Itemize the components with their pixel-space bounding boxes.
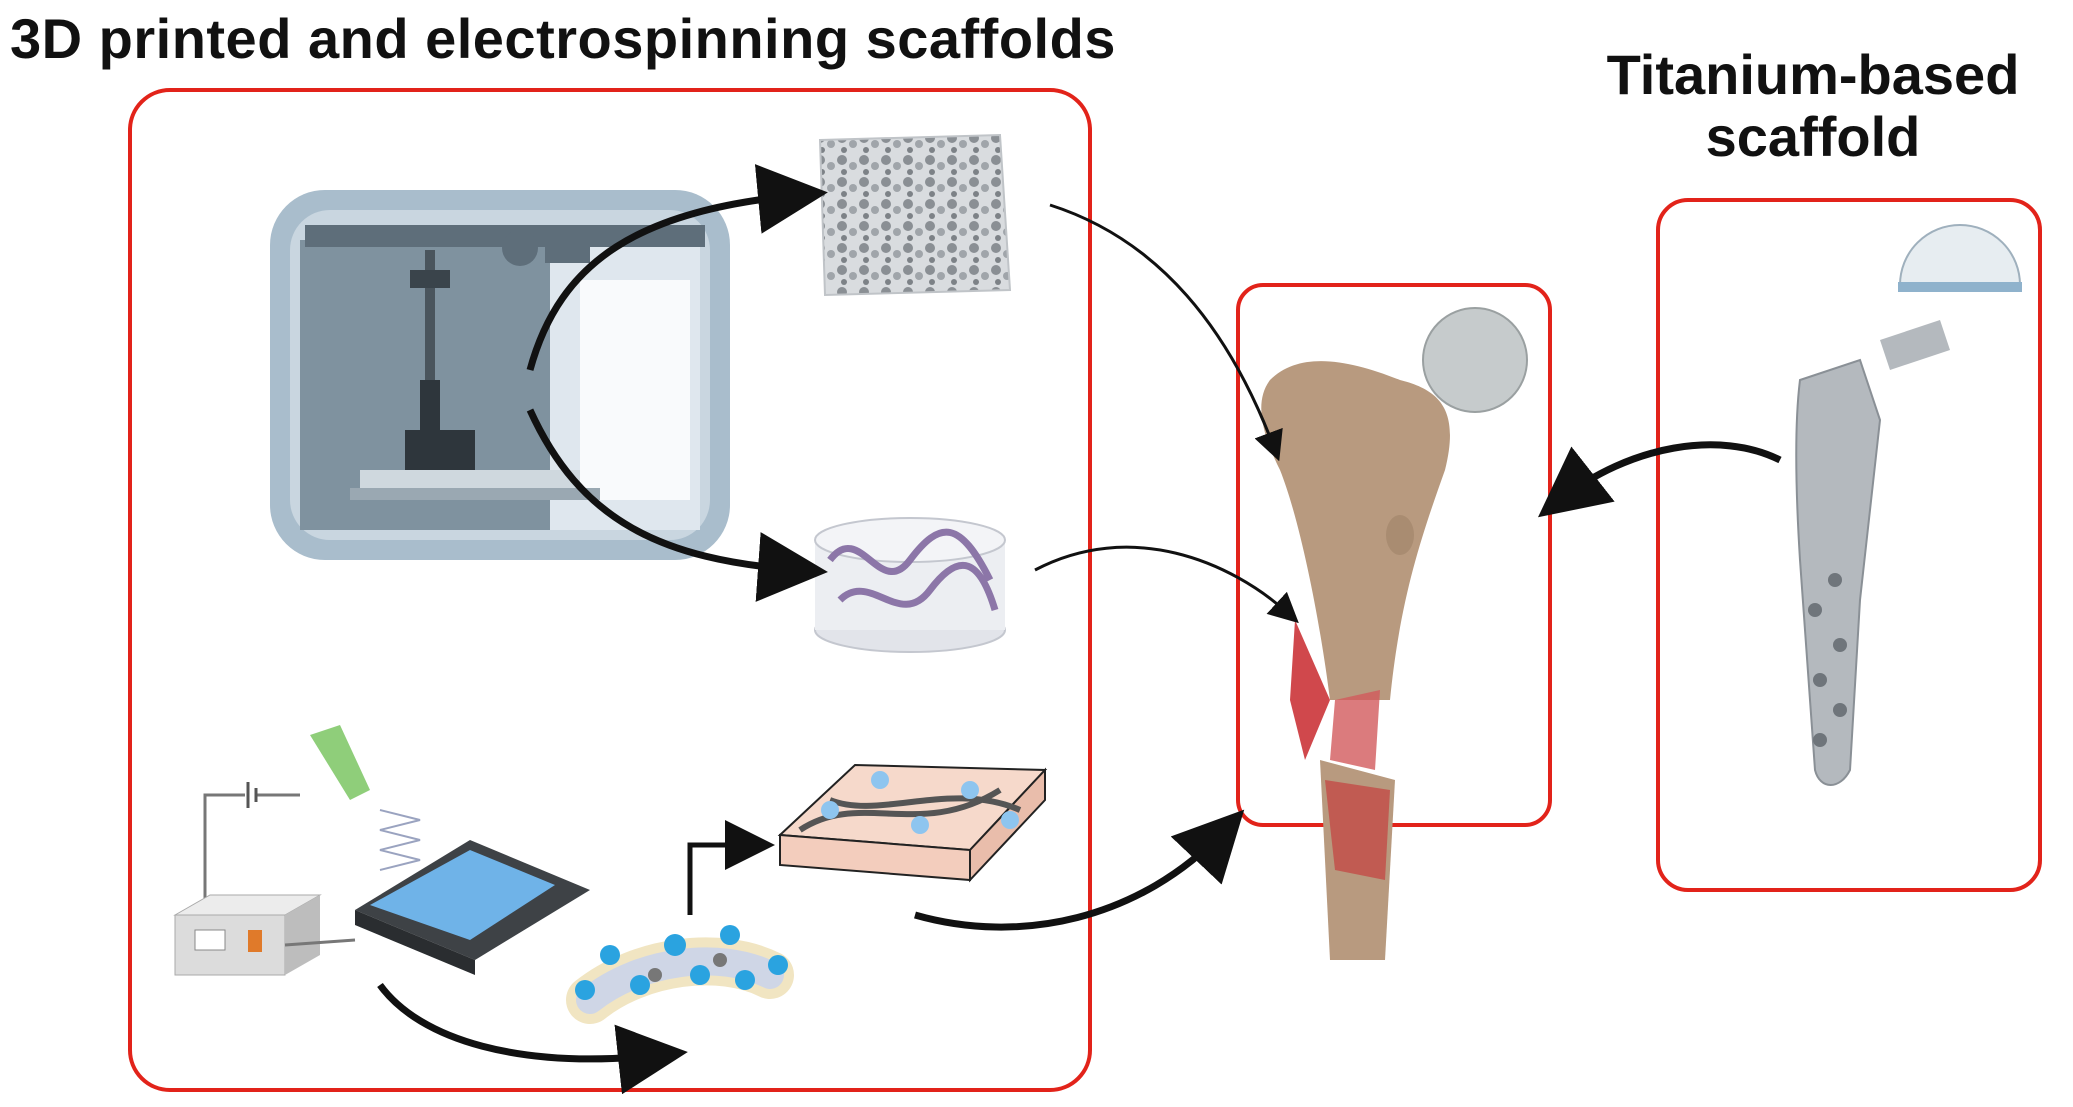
arrow-slab-to-bone [914,809,1245,931]
arrow-printer-to-disc [526,408,828,602]
hydrogel-disc-icon [814,517,1006,653]
electrospinning-setup-icon [173,725,590,976]
right-panel-title: Titanium-based scaffold [1563,44,2063,167]
3d-printer-icon [270,190,730,560]
left-panel-box [128,88,1092,1092]
porous-cube-icon [818,133,1012,297]
arrow-disc-to-bone [1034,545,1299,624]
right-title-line2: scaffold [1705,104,1921,168]
implant-box [1656,198,2042,892]
arrow-printer-to-cube [526,164,828,371]
bone-box [1236,283,1552,827]
arrow-implant-to-bone [1537,441,1782,518]
left-panel-title: 3D printed and electrospinning scaffolds [10,7,1116,70]
bead-fiber-icon [566,925,794,1024]
arrow-electrospin-to-fiber [377,982,688,1095]
arrow-cube-to-bone [1049,203,1283,462]
right-title-line1: Titanium-based [1606,43,2020,106]
hip-implant-icon [1795,224,2022,786]
arrow-fiber-to-slab [687,820,775,915]
arrows [377,164,1782,1095]
fractured-femur-icon [1261,307,1528,960]
nanofiber-slab-icon [777,763,1048,883]
